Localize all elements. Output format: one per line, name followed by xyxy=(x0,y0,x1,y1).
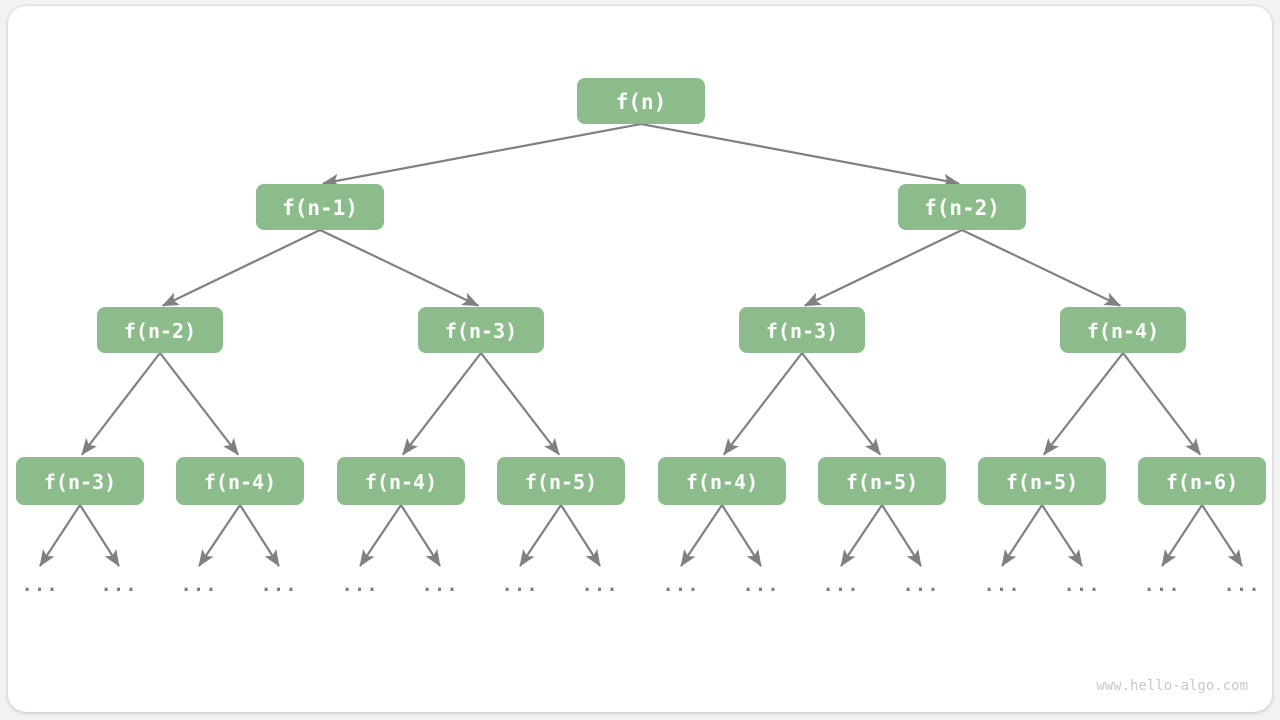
ellipsis-marker: ... xyxy=(581,574,618,596)
tree-node[interactable]: f(n-5) xyxy=(497,457,625,505)
ellipsis-marker: ... xyxy=(421,574,458,596)
leaf-edges-layer xyxy=(39,504,1243,567)
ellipsis-marker: ... xyxy=(1223,574,1260,596)
tree-leaf-edge xyxy=(1041,504,1083,567)
tree-node-box xyxy=(97,307,223,353)
tree-edge xyxy=(801,352,882,456)
tree-leaf-edge xyxy=(359,504,402,567)
tree-node[interactable]: f(n-5) xyxy=(818,457,946,505)
tree-node-label: f(n-5) xyxy=(525,470,597,494)
tree-node-label: f(n-5) xyxy=(846,470,918,494)
tree-leaf-edge xyxy=(39,504,81,567)
ellipsis-marker: ... xyxy=(822,574,859,596)
tree-node-box xyxy=(739,307,865,353)
tree-edge xyxy=(1122,352,1202,456)
tree-node-label: f(n-4) xyxy=(365,470,437,494)
tree-node-label: f(n-4) xyxy=(686,470,758,494)
tree-leaf-edge xyxy=(1001,504,1043,567)
tree-node-box xyxy=(497,457,625,505)
watermark-label: www.hello-algo.com xyxy=(1096,678,1248,694)
tree-node[interactable]: f(n-4) xyxy=(337,457,465,505)
tree-leaf-edge xyxy=(400,504,441,567)
tree-leaf-edge xyxy=(881,504,922,567)
tree-node[interactable]: f(n-3) xyxy=(16,457,144,505)
tree-node-box xyxy=(16,457,144,505)
tree-node[interactable]: f(n-3) xyxy=(418,307,544,353)
ellipsis-marker: ... xyxy=(260,574,297,596)
tree-leaf-edge xyxy=(519,504,562,567)
nodes-layer: f(n) f(n-1) f(n-2) f(n-2) f(n-3) f(n-3) f(n-4)… xyxy=(16,78,1266,505)
tree-edge xyxy=(722,352,803,456)
tree-edge xyxy=(1042,352,1124,456)
tree-node-label: f(n-1) xyxy=(282,196,358,220)
tree-node-box xyxy=(337,457,465,505)
tree-edge xyxy=(803,229,963,307)
tree-node[interactable]: f(n-5) xyxy=(978,457,1106,505)
ellipsis-marker: ... xyxy=(180,574,217,596)
tree-leaf-edge xyxy=(239,504,280,567)
tree-node-label: f(n-5) xyxy=(1006,470,1078,494)
tree-node[interactable]: f(n-6) xyxy=(1138,457,1266,505)
tree-node-box xyxy=(978,457,1106,505)
tree-node[interactable]: f(n-2) xyxy=(898,184,1026,230)
tree-edge xyxy=(961,229,1122,307)
tree-node-label: f(n-4) xyxy=(1087,319,1159,343)
tree-node-label: f(n-2) xyxy=(924,196,1000,220)
tree-node-label: f(n-6) xyxy=(1166,470,1238,494)
tree-node-label: f(n-3) xyxy=(766,319,838,343)
tree-edge xyxy=(640,122,960,188)
tree-leaf-edge xyxy=(1161,504,1203,567)
tree-node[interactable]: f(n-4) xyxy=(176,457,304,505)
ellipsis-marker: ... xyxy=(1143,574,1180,596)
tree-node[interactable]: f(n-1) xyxy=(256,184,384,230)
tree-node[interactable]: f(n-4) xyxy=(658,457,786,505)
tree-edge xyxy=(401,352,482,456)
ellipsis-marker: ... xyxy=(983,574,1020,596)
tree-node-box xyxy=(818,457,946,505)
ellipsis-marker: ... xyxy=(1063,574,1100,596)
tree-leaf-edge xyxy=(721,504,762,567)
ellipsis-marker: ... xyxy=(501,574,538,596)
tree-node-box xyxy=(898,184,1026,230)
tree-leaf-edge xyxy=(560,504,601,567)
tree-node-box xyxy=(256,184,384,230)
tree-leaf-edge xyxy=(840,504,883,567)
tree-node[interactable]: f(n-4) xyxy=(1060,307,1186,353)
tree-node-label: f(n-3) xyxy=(445,319,517,343)
tree-leaf-edge xyxy=(1201,504,1243,567)
tree-node-label: f(n-3) xyxy=(44,470,116,494)
tree-node[interactable]: f(n-3) xyxy=(739,307,865,353)
edges-layer xyxy=(80,122,1202,456)
ellipsis-marker: ... xyxy=(902,574,939,596)
tree-node[interactable]: f(n) xyxy=(577,78,705,124)
tree-node[interactable]: f(n-2) xyxy=(97,307,223,353)
tree-node-box xyxy=(1060,307,1186,353)
tree-edge xyxy=(319,229,480,307)
tree-leaf-edge xyxy=(198,504,241,567)
tree-edge xyxy=(480,352,561,456)
ellipsis-marker: ... xyxy=(100,574,137,596)
tree-edge xyxy=(322,122,642,188)
ellipsis-marker: ... xyxy=(341,574,378,596)
tree-edge xyxy=(159,352,240,456)
tree-node-box xyxy=(577,78,705,124)
tree-node-label: f(n-4) xyxy=(204,470,276,494)
tree-node-label: f(n) xyxy=(616,90,667,114)
tree-node-box xyxy=(658,457,786,505)
ellipsis-row: ........................................… xyxy=(21,574,1260,596)
tree-node-box xyxy=(1138,457,1266,505)
tree-leaf-edge xyxy=(680,504,723,567)
tree-node-label: f(n-2) xyxy=(124,319,196,343)
ellipsis-marker: ... xyxy=(21,574,58,596)
tree-leaf-edge xyxy=(79,504,120,567)
ellipsis-marker: ... xyxy=(742,574,779,596)
tree-edge xyxy=(80,352,161,456)
tree-node-box xyxy=(418,307,544,353)
tree-edge xyxy=(161,229,321,307)
ellipsis-marker: ... xyxy=(662,574,699,596)
tree-node-box xyxy=(176,457,304,505)
